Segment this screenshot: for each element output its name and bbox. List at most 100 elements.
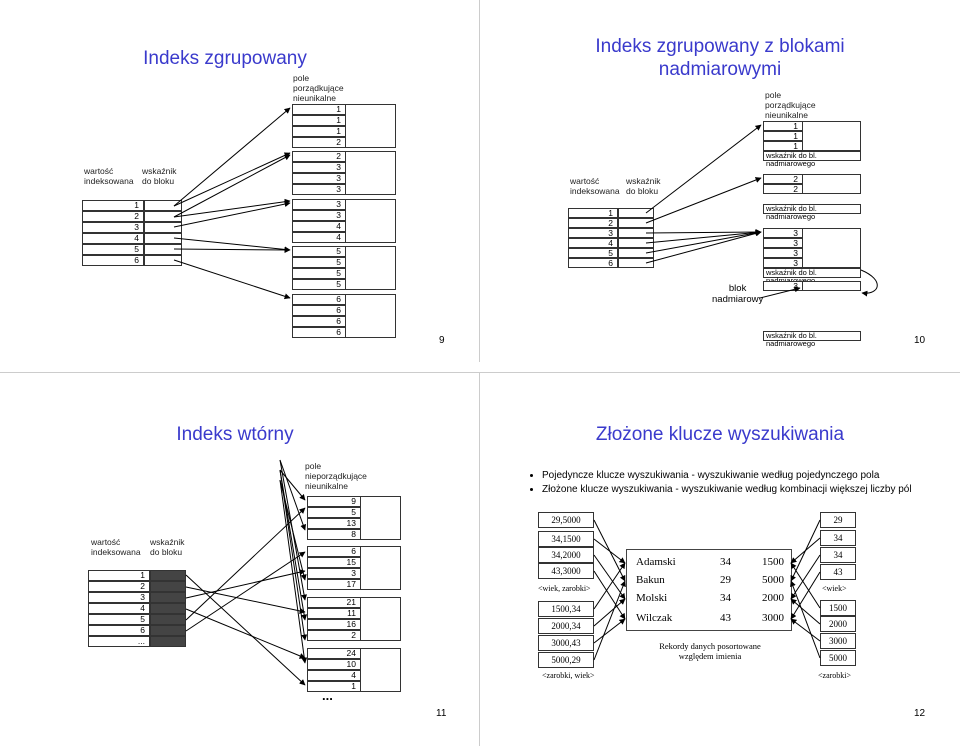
right-index-key: 5000 bbox=[820, 650, 856, 666]
block-record-cell: 1 bbox=[292, 115, 346, 126]
overflow-pointer-cell: wskaźnik do bl. nadmiarowego bbox=[763, 151, 861, 168]
pointer-arrow bbox=[185, 608, 306, 659]
index-value-cell: 5 bbox=[568, 248, 618, 258]
block-rest bbox=[346, 199, 396, 243]
block-record-cell: 4 bbox=[292, 232, 346, 243]
index-value-cell: 3 bbox=[568, 228, 618, 238]
record-name: Molski bbox=[636, 592, 668, 604]
block-record-cell: 15 bbox=[307, 557, 361, 568]
index-value-cell: 4 bbox=[568, 238, 618, 248]
records-caption: Rekordy danych posortowane względem imie… bbox=[659, 641, 761, 661]
block-record-cell: 3 bbox=[763, 258, 803, 268]
index-pointer-cell bbox=[150, 603, 186, 614]
pointer-arrow bbox=[185, 569, 306, 599]
right-index-key: 43 bbox=[820, 564, 856, 580]
slide-10-title: Indeks zgrupowany z blokami nadmiarowymi bbox=[570, 35, 870, 81]
slide-10-title-text: Indeks zgrupowany z blokami nadmiarowymi bbox=[595, 36, 845, 80]
pointer-arrow bbox=[790, 537, 821, 564]
right-index-key: 34 bbox=[820, 547, 856, 563]
block-record-cell: 1 bbox=[763, 121, 803, 131]
overflow-pointer-cell: wskaźnik do bl. nadmiarowego bbox=[763, 268, 861, 285]
block-rest bbox=[346, 246, 396, 290]
block-record-cell: 1 bbox=[763, 131, 803, 141]
block-record-cell: 2 bbox=[292, 137, 346, 148]
block-record-cell: 24 bbox=[307, 648, 361, 659]
index-value-cell: 3 bbox=[82, 222, 144, 233]
block-record-cell: 1 bbox=[292, 104, 346, 115]
left-key-label: <zarobki, wiek> bbox=[542, 671, 595, 680]
page-number: 12 bbox=[914, 708, 926, 719]
records-box bbox=[626, 549, 792, 631]
index-value-cell: 5 bbox=[88, 614, 150, 625]
slide-9-title: Indeks zgrupowany bbox=[143, 48, 307, 69]
bullet-item: Złożone klucze wyszukiwania - wyszukiwan… bbox=[542, 483, 922, 497]
block-record-cell: 13 bbox=[307, 518, 361, 529]
left-index-key: 34,1500 bbox=[538, 531, 594, 547]
pointer-arrow bbox=[790, 618, 821, 642]
block-record-cell: 5 bbox=[292, 268, 346, 279]
record-value: 34 bbox=[720, 556, 731, 568]
index-value-cell: 1 bbox=[88, 570, 150, 581]
index-value-cell: 6 bbox=[568, 258, 618, 268]
right-key-label: <zarobki> bbox=[818, 671, 852, 680]
block-record-cell: 6 bbox=[307, 546, 361, 557]
index-pointer-cell bbox=[144, 200, 182, 211]
block-record-cell: 1 bbox=[763, 141, 803, 151]
block-record-cell: 3 bbox=[307, 568, 361, 579]
index-value-cell: 5 bbox=[82, 244, 144, 255]
block-record-cell: 8 bbox=[307, 529, 361, 540]
index-pointer-cell bbox=[144, 255, 182, 266]
pointer-arrow bbox=[173, 237, 291, 253]
block-record-cell: 2 bbox=[763, 174, 803, 184]
pointer-arrow bbox=[185, 551, 306, 632]
pointer-arrow bbox=[173, 198, 291, 218]
record-value: 1500 bbox=[762, 556, 784, 568]
record-value: 29 bbox=[720, 574, 731, 586]
index-pointer-cell bbox=[150, 614, 186, 625]
block-record-cell: 21 bbox=[307, 597, 361, 608]
block-record-cell: 5 bbox=[307, 507, 361, 518]
pointer-arrow bbox=[173, 246, 291, 253]
block-record-cell: 6 bbox=[292, 327, 346, 338]
pointer-arrow bbox=[645, 229, 762, 244]
record-value: 34 bbox=[720, 592, 731, 604]
block-record-cell: 5 bbox=[292, 246, 346, 257]
left-index-key: 29,5000 bbox=[538, 512, 594, 528]
block-record-cell: 6 bbox=[292, 316, 346, 327]
pointer-arrow bbox=[759, 286, 801, 299]
pointer-arrow bbox=[593, 598, 626, 627]
index-pointer-cell bbox=[144, 211, 182, 222]
index-value-cell: 2 bbox=[88, 581, 150, 592]
block-record-cell: 17 bbox=[307, 579, 361, 590]
pointer-arrow bbox=[645, 177, 762, 224]
block-record-cell: 2 bbox=[292, 151, 346, 162]
right-index-key: 34 bbox=[820, 530, 856, 546]
right-index-key: 29 bbox=[820, 512, 856, 528]
block-record-cell: 1 bbox=[292, 126, 346, 137]
divider-vertical-bottom bbox=[479, 373, 480, 746]
index-value-cell: 6 bbox=[82, 255, 144, 266]
field-label: pole nieporządkujące nieunikalne bbox=[305, 461, 367, 491]
index-pointer-cell bbox=[144, 222, 182, 233]
block-pointer-label: wskaźnik do bloku bbox=[150, 537, 185, 557]
index-value-cell: 6 bbox=[88, 625, 150, 636]
block-rest bbox=[346, 151, 396, 195]
slide-12-title: Złożone klucze wyszukiwania bbox=[595, 424, 845, 445]
block-record-cell: 2 bbox=[763, 184, 803, 194]
left-key-label: <wiek, zarobki> bbox=[538, 584, 591, 593]
page-number: 10 bbox=[914, 335, 926, 346]
block-rest bbox=[803, 121, 861, 151]
block-record-cell: 9 bbox=[307, 496, 361, 507]
right-index-key: 2000 bbox=[820, 616, 856, 632]
block-record-cell: 3 bbox=[763, 228, 803, 238]
left-index-key: 2000,34 bbox=[538, 618, 594, 634]
index-pointer-cell bbox=[618, 258, 654, 268]
record-value: 43 bbox=[720, 612, 731, 624]
pointer-arrow bbox=[790, 554, 821, 600]
block-rest bbox=[361, 597, 401, 641]
index-value-cell: 4 bbox=[88, 603, 150, 614]
pointer-arrow bbox=[790, 571, 821, 620]
pointer-arrow bbox=[593, 562, 626, 610]
index-value-cell: ... bbox=[88, 636, 150, 647]
